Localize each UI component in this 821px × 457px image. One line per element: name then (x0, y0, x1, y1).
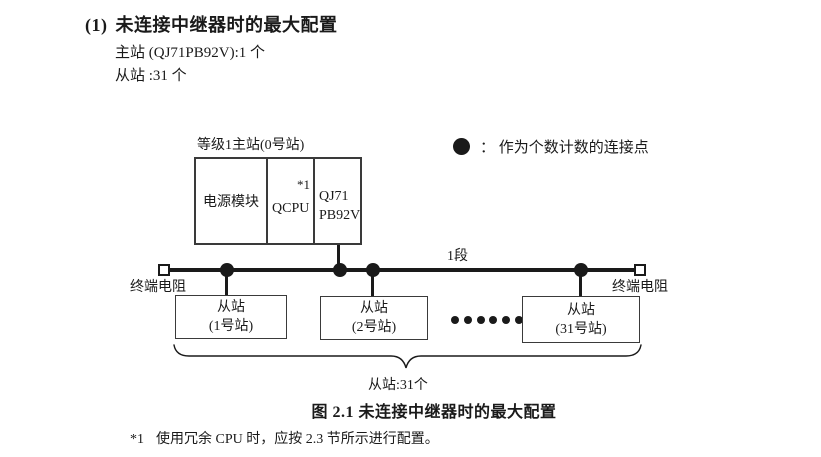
footnote: *1 使用冗余 CPU 时，应按 2.3 节所示进行配置。 (130, 428, 439, 448)
slave-count-line: 从站 :31 个 (115, 68, 187, 84)
power-module-label: 电源模块 (203, 195, 259, 210)
module-name-line1: QJ71 (319, 189, 349, 204)
ellipsis-dot (451, 316, 459, 324)
section-number: (1) (85, 15, 108, 35)
slave-station-31-box: 从站 (31号站) (522, 296, 640, 343)
master-station-box: 电源模块 *1 QCPU QJ71 PB92V (194, 157, 362, 245)
drop-line-slave2 (371, 270, 374, 297)
brace-under-slaves (173, 344, 642, 369)
slave1-label-line2: (1号站) (208, 319, 254, 334)
slave-total-label: 从站:31个 (368, 378, 428, 393)
cpu-label: QCPU (272, 201, 310, 216)
section-heading: (1) 未连接中继器时的最大配置 (85, 11, 338, 37)
slave31-label-line1: 从站 (567, 302, 595, 318)
cpu-footnote-ref: *1 (297, 177, 310, 192)
drop-line-slave31 (579, 270, 582, 297)
ellipsis-dot (514, 316, 523, 324)
power-module-cell: 电源模块 (196, 159, 266, 243)
connection-point-icon (453, 138, 470, 155)
terminator-right-icon (634, 264, 646, 276)
terminator-left-label: 终端电阻 (130, 280, 186, 295)
footnote-text: 使用冗余 CPU 时，应按 2.3 节所示进行配置。 (156, 432, 439, 447)
ellipsis-dot (502, 316, 511, 324)
master-station-label: 等级1主站(0号站) (197, 138, 305, 153)
slave31-label-line2: (31号站) (555, 321, 607, 337)
connection-dot-master (333, 263, 347, 277)
cpu-cell: *1 QCPU (266, 159, 313, 243)
bus-line (170, 268, 636, 272)
terminator-right-label: 终端电阻 (612, 280, 668, 295)
ellipsis-dot (489, 316, 498, 324)
module-name-line2: PB92V (319, 208, 361, 223)
ellipsis-dot (463, 316, 472, 324)
slave-station-1-box: 从站 (1号站) (175, 295, 287, 339)
legend: ： 作为个数计数的连接点 (453, 136, 649, 157)
drop-line-master (337, 245, 340, 270)
slave-station-2-box: 从站 (2号站) (320, 296, 428, 340)
legend-text: ： 作为个数计数的连接点 (480, 140, 649, 156)
footnote-marker: *1 (130, 432, 144, 447)
section-title: 未连接中继器时的最大配置 (115, 15, 338, 35)
slave1-label-line1: 从站 (217, 300, 245, 315)
slave2-label-line2: (2号站) (351, 320, 397, 335)
figure-caption: 图 2.1 未连接中继器时的最大配置 (311, 404, 557, 421)
slave2-label-line1: 从站 (360, 301, 388, 316)
pb92v-module-cell: QJ71 PB92V (313, 159, 360, 243)
ellipsis-dot (476, 316, 485, 324)
segment-label: 1段 (447, 249, 468, 264)
terminator-left-icon (158, 264, 170, 276)
master-count-line: 主站 (QJ71PB92V):1 个 (115, 45, 266, 61)
drop-line-slave1 (225, 270, 228, 296)
ellipsis-dots (451, 312, 523, 328)
